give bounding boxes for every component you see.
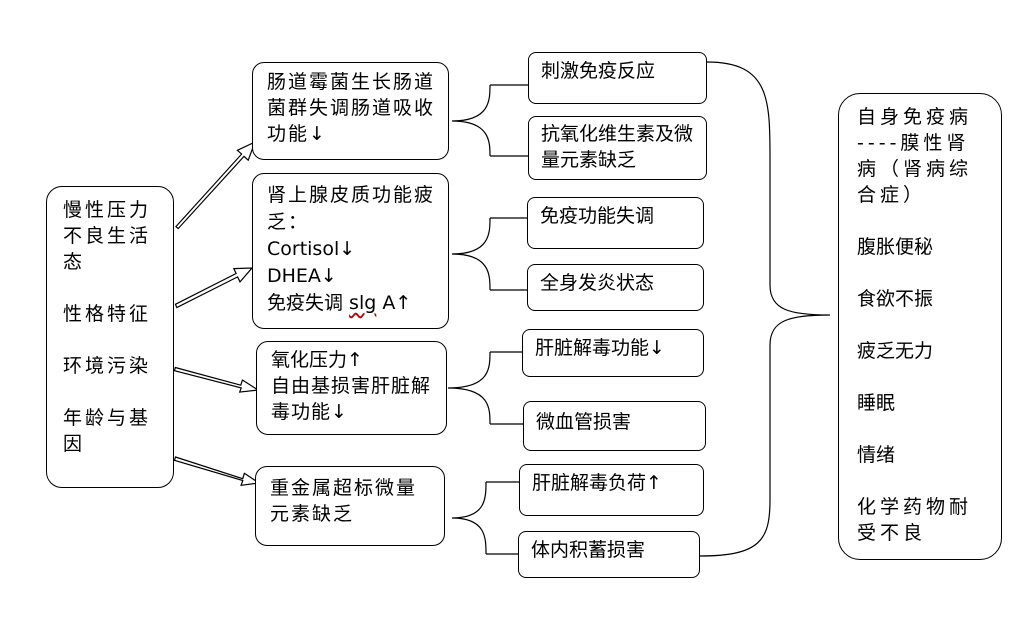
outcome-box: 自身免疫病 ----膜性肾病（肾病综合症） 腹胀便秘 食欲不振 疲乏无力 睡眠 … — [838, 93, 1002, 560]
accumulation-text: 体内积蓄损害 — [531, 539, 646, 561]
oxidative-line-1: 氧化压力↑ — [271, 349, 363, 371]
brace-gut — [451, 84, 491, 157]
adrenal-immune-prefix: 免疫失调 — [267, 292, 350, 314]
outcome-drug-intolerance: 化学药物耐受不良 — [857, 496, 973, 544]
microvascular-text: 微血管损害 — [536, 411, 632, 433]
liver-detox-load-text: 肝脏解毒负荷↑ — [532, 472, 662, 494]
immune-dysfunction-text: 免疫功能失调 — [540, 205, 655, 227]
arrow-to-adrenal — [174, 267, 254, 309]
antioxidant-text: 抗氧化维生素及微量元素缺乏 — [541, 123, 694, 171]
brace-adrenal — [451, 217, 491, 291]
cause-age-genes: 年龄与基因 — [63, 407, 152, 455]
microvascular-box: 微血管损害 — [523, 401, 706, 451]
outcome-bloating: 腹胀便秘 — [857, 236, 934, 258]
adrenal-dhea: DHEA↓ — [267, 265, 337, 287]
antioxidant-box: 抗氧化维生素及微量元素缺乏 — [528, 116, 707, 180]
arrow-to-oxidative — [173, 366, 260, 393]
liver-detox-down-box: 肝脏解毒功能↓ — [522, 329, 704, 377]
outcome-autoimmune: 自身免疫病 ----膜性肾病（肾病综合症） — [857, 106, 983, 206]
adrenal-immune-slg: slg — [349, 292, 377, 314]
adrenal-box: 肾上腺皮质功能疲乏： Cortisol↓ DHEA↓ 免疫失调 slg A↑ — [252, 173, 449, 329]
gut-text: 肠道霉菌生长肠道菌群失调肠道吸收功能↓ — [267, 71, 436, 145]
causes-box: 慢性压力不良生活态 性格特征 环境污染 年龄与基因 — [46, 186, 174, 488]
adrenal-immune-suffix: A↑ — [376, 292, 412, 314]
outcome-fatigue: 疲乏无力 — [857, 340, 934, 362]
inflammation-text: 全身发炎状态 — [540, 272, 655, 294]
gut-box: 肠道霉菌生长肠道菌群失调肠道吸收功能↓ — [252, 62, 449, 160]
adrenal-cortisol: Cortisol↓ — [267, 238, 356, 260]
oxidative-box: 氧化压力↑ 自由基损害肝脏解毒功能↓ — [256, 341, 447, 435]
adrenal-title: 肾上腺皮质功能疲乏： — [267, 184, 436, 233]
liver-detox-down-text: 肝脏解毒功能↓ — [535, 337, 665, 359]
brace-heavy-metal — [451, 481, 487, 555]
arrow-to-gut — [175, 140, 257, 230]
immune-stimulation-box: 刺激免疫反应 — [528, 52, 707, 104]
liver-detox-load-box: 肝脏解毒负荷↑ — [519, 464, 704, 516]
heavy-metal-box: 重金属超标微量元素缺乏 — [255, 466, 445, 546]
outcome-appetite: 食欲不振 — [857, 288, 934, 310]
cause-chronic-stress: 慢性压力不良生活态 — [63, 199, 152, 273]
oxidative-line-2: 自由基损害肝脏解毒功能↓ — [271, 375, 432, 423]
immune-dysfunction-box: 免疫功能失调 — [527, 197, 704, 249]
cause-pollution: 环境污染 — [63, 355, 152, 377]
outcome-mood: 情绪 — [857, 444, 896, 466]
outcome-sleep: 睡眠 — [857, 392, 896, 414]
inflammation-box: 全身发炎状态 — [527, 264, 704, 311]
arrow-to-heavy-metal — [173, 456, 261, 487]
brace-oxidative — [447, 351, 491, 425]
immune-stimulation-text: 刺激免疫反应 — [541, 60, 656, 82]
adrenal-immune: 免疫失调 slg A↑ — [267, 290, 438, 317]
accumulation-box: 体内积蓄损害 — [518, 531, 700, 578]
heavy-metal-text: 重金属超标微量元素缺乏 — [270, 477, 418, 525]
big-brace-to-outcome — [699, 61, 831, 557]
cause-personality: 性格特征 — [63, 303, 152, 325]
